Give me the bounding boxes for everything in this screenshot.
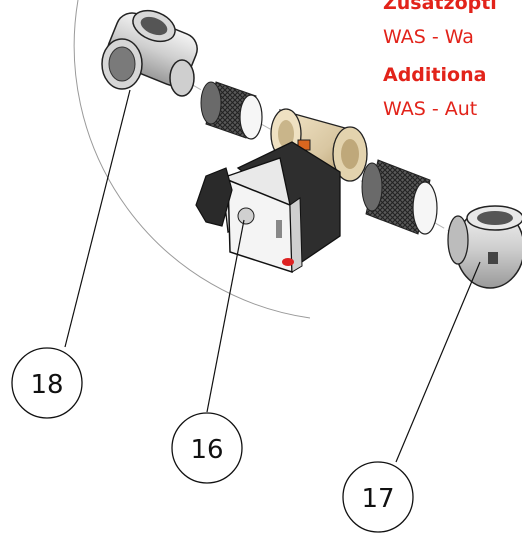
callout-18-number: 18 (30, 370, 63, 400)
callout-18: 18 (11, 347, 83, 419)
callout-17: 17 (342, 461, 414, 533)
leader-line-16 (206, 219, 245, 413)
note-line-3: Additiona (383, 64, 487, 86)
leader-line-17 (395, 261, 481, 463)
callout-16-number: 16 (190, 435, 223, 465)
elbow-fitting-part (447, 205, 522, 289)
note-line-4: WAS - Aut (383, 98, 478, 120)
mesh-sleeve-right (361, 159, 438, 235)
note-line-1: Zusatzopti (383, 0, 497, 14)
leader-line-18 (64, 89, 131, 348)
callout-17-number: 17 (361, 484, 394, 514)
callout-16: 16 (171, 412, 243, 484)
mesh-sleeve-left (200, 81, 263, 140)
valve-actuator-part (195, 141, 341, 274)
note-line-2: WAS - Wa (383, 26, 474, 48)
detail-circle-arc (73, 0, 311, 319)
tee-fitting-part (101, 9, 198, 97)
